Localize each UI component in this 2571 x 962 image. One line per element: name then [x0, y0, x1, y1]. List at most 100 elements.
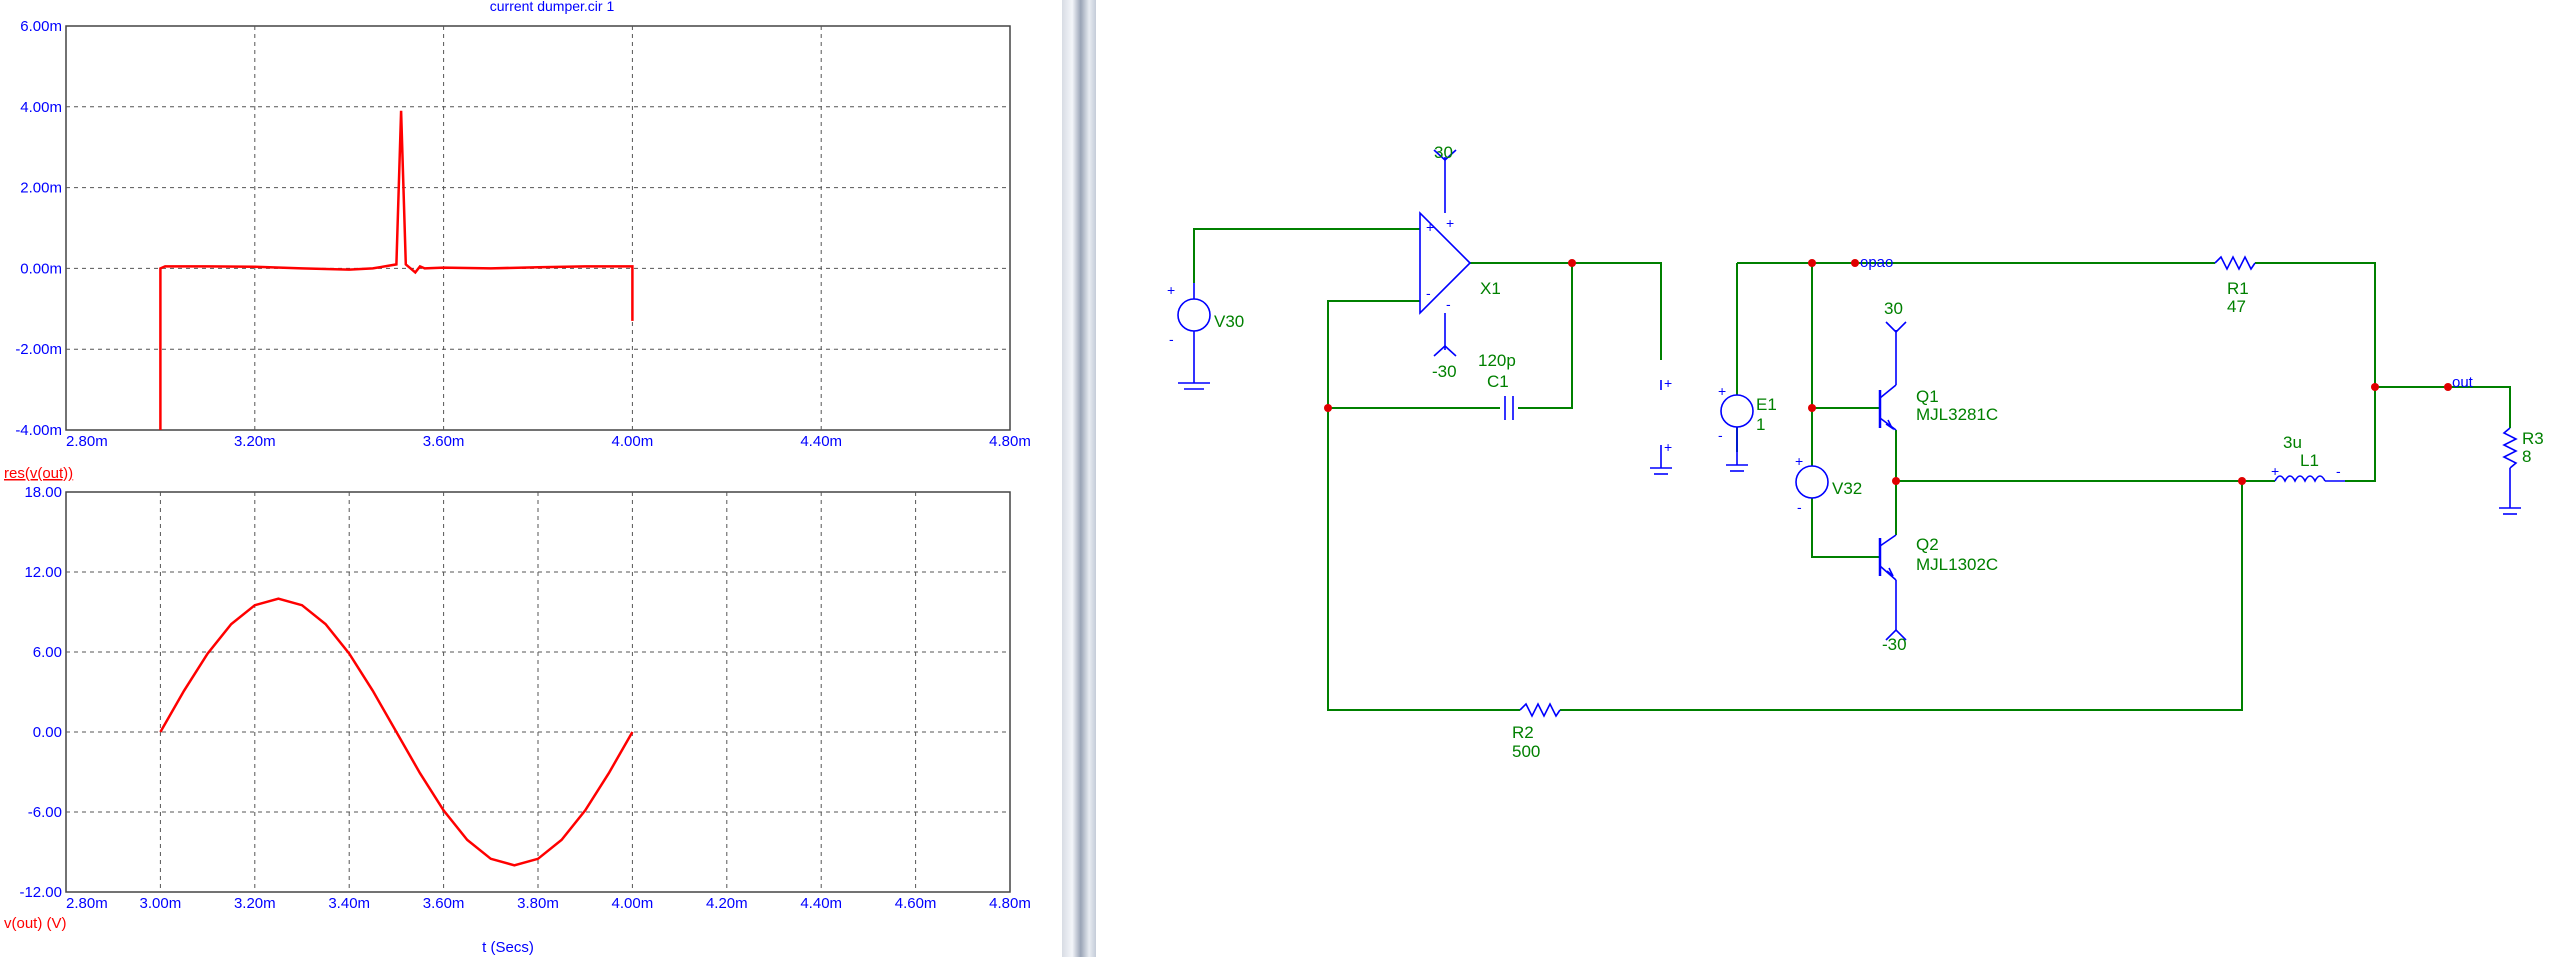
label-q1-name: Q1 [1916, 387, 1939, 406]
x-tick-label: 4.00m [612, 433, 654, 450]
x-tick-label: 3.40m [328, 895, 370, 912]
resistor-r1[interactable] [2214, 255, 2256, 271]
series-line [159, 597, 634, 867]
label-x1-neg-rail: -30 [1432, 362, 1457, 381]
y-tick-label: 0.00m [20, 260, 62, 277]
y-tick-label: 4.00m [20, 99, 62, 116]
transistor-q2[interactable] [1878, 534, 1907, 641]
node-dot [1851, 259, 1859, 267]
node-dot [2238, 477, 2246, 485]
node-dot [1808, 259, 1816, 267]
series-legend-label: res(v(out)) [4, 465, 73, 482]
y-tick-label: 12.00 [24, 564, 62, 581]
window-splitter[interactable] [1062, 0, 1096, 957]
x-axis-label: t (Secs) [482, 939, 534, 956]
node-dot [1324, 404, 1332, 412]
label-c1-name: C1 [1487, 372, 1509, 391]
svg-text:-: - [1797, 499, 1802, 515]
series-legend-label: v(out) (V) [4, 915, 67, 932]
label-r1-name: R1 [2227, 279, 2249, 298]
x-tick-label: 4.60m [895, 895, 937, 912]
y-tick-label: -6.00 [28, 804, 62, 821]
label-node-out: out [2452, 374, 2474, 391]
label-l1-value: 3u [2283, 433, 2302, 452]
x-tick-label: 4.80m [989, 433, 1031, 450]
y-tick-label: -12.00 [19, 884, 62, 901]
label-r3-name: R3 [2522, 429, 2544, 448]
svg-text:+: + [1426, 219, 1434, 235]
transistor-q1[interactable] [1878, 321, 1907, 431]
schematic-canvas[interactable]: +- +- +- + + +- +- +- [1096, 0, 2571, 957]
node-dot [2444, 383, 2452, 391]
x-tick-label: 3.20m [234, 895, 276, 912]
inductor-l1[interactable] [2274, 475, 2345, 483]
label-e1-name: E1 [1756, 395, 1777, 414]
label-r3-value: 8 [2522, 447, 2531, 466]
y-tick-label: -2.00m [15, 341, 62, 358]
y-tick-label: 0.00 [33, 724, 62, 741]
svg-text:+: + [1664, 439, 1672, 455]
svg-text:+: + [1664, 375, 1672, 391]
node-dot [1892, 477, 1900, 485]
svg-text:+: + [1718, 383, 1726, 399]
label-q1-part: MJL3281C [1916, 405, 1998, 424]
x-tick-label: 3.60m [423, 895, 465, 912]
x-tick-label: 4.00m [612, 895, 654, 912]
node-dot [1568, 259, 1576, 267]
source-v32[interactable] [1795, 465, 1829, 499]
wire-feedback-left [1327, 300, 1500, 409]
source-e1[interactable] [1720, 394, 1754, 472]
x-tick-label: 4.40m [800, 433, 842, 450]
node-dot [1808, 404, 1816, 412]
source-v30[interactable] [1177, 283, 1211, 390]
x-tick-label: 3.80m [517, 895, 559, 912]
wire-r1-to-right [2255, 262, 2376, 387]
wire-r2-to-out [1560, 481, 2243, 711]
wire-feedback-bottom [1327, 408, 1520, 711]
wire-v32-bottom [1811, 498, 1880, 558]
resistor-r3[interactable] [2499, 427, 2521, 515]
x-tick-label: 4.80m [989, 895, 1031, 912]
ground-symbol [1650, 380, 1672, 475]
x-tick-label: 3.60m [423, 433, 465, 450]
y-tick-label: 2.00m [20, 180, 62, 197]
svg-text:-: - [1169, 331, 1174, 347]
y-tick-label: -4.00m [15, 422, 62, 439]
svg-text:-: - [2336, 463, 2341, 479]
x-tick-label: 3.00m [140, 895, 182, 912]
plot-title: current dumper.cir 1 [490, 0, 615, 14]
resistor-r2[interactable] [1519, 702, 1561, 718]
label-r2-name: R2 [1512, 723, 1534, 742]
label-v32: V32 [1832, 479, 1862, 498]
plot-frame [65, 25, 1011, 431]
svg-text:+: + [1446, 215, 1454, 231]
schematic-window[interactable]: +- +- +- + + +- +- +- [1096, 0, 2571, 957]
label-q1-rail: 30 [1884, 299, 1903, 318]
wire-l1-to-out [2345, 387, 2376, 482]
capacitor-c1[interactable] [1504, 396, 1514, 420]
x-tick-label: 4.40m [800, 895, 842, 912]
label-x1: X1 [1480, 279, 1501, 298]
label-node-opao: opao [1860, 254, 1893, 271]
label-q2-name: Q2 [1916, 535, 1939, 554]
label-r2-value: 500 [1512, 742, 1540, 761]
label-v30: V30 [1214, 312, 1244, 331]
wire-opamp-out-to-c1 [1518, 263, 1573, 409]
label-q2-part: MJL1302C [1916, 555, 1998, 574]
wire-opao-down [1811, 263, 1880, 409]
svg-text:-: - [1718, 427, 1723, 443]
x-tick-label: 4.20m [706, 895, 748, 912]
wire-v30-to-opamp [1193, 228, 1420, 283]
label-x1-pos-rail: 30 [1434, 143, 1453, 162]
label-e1-value: 1 [1756, 415, 1765, 434]
node-dot [2371, 383, 2379, 391]
opamp-x1[interactable] [1419, 149, 1472, 357]
x-tick-label: 3.20m [234, 433, 276, 450]
svg-text:+: + [1795, 453, 1803, 469]
y-tick-label: 6.00 [33, 644, 62, 661]
y-tick-label: 18.00 [24, 484, 62, 501]
